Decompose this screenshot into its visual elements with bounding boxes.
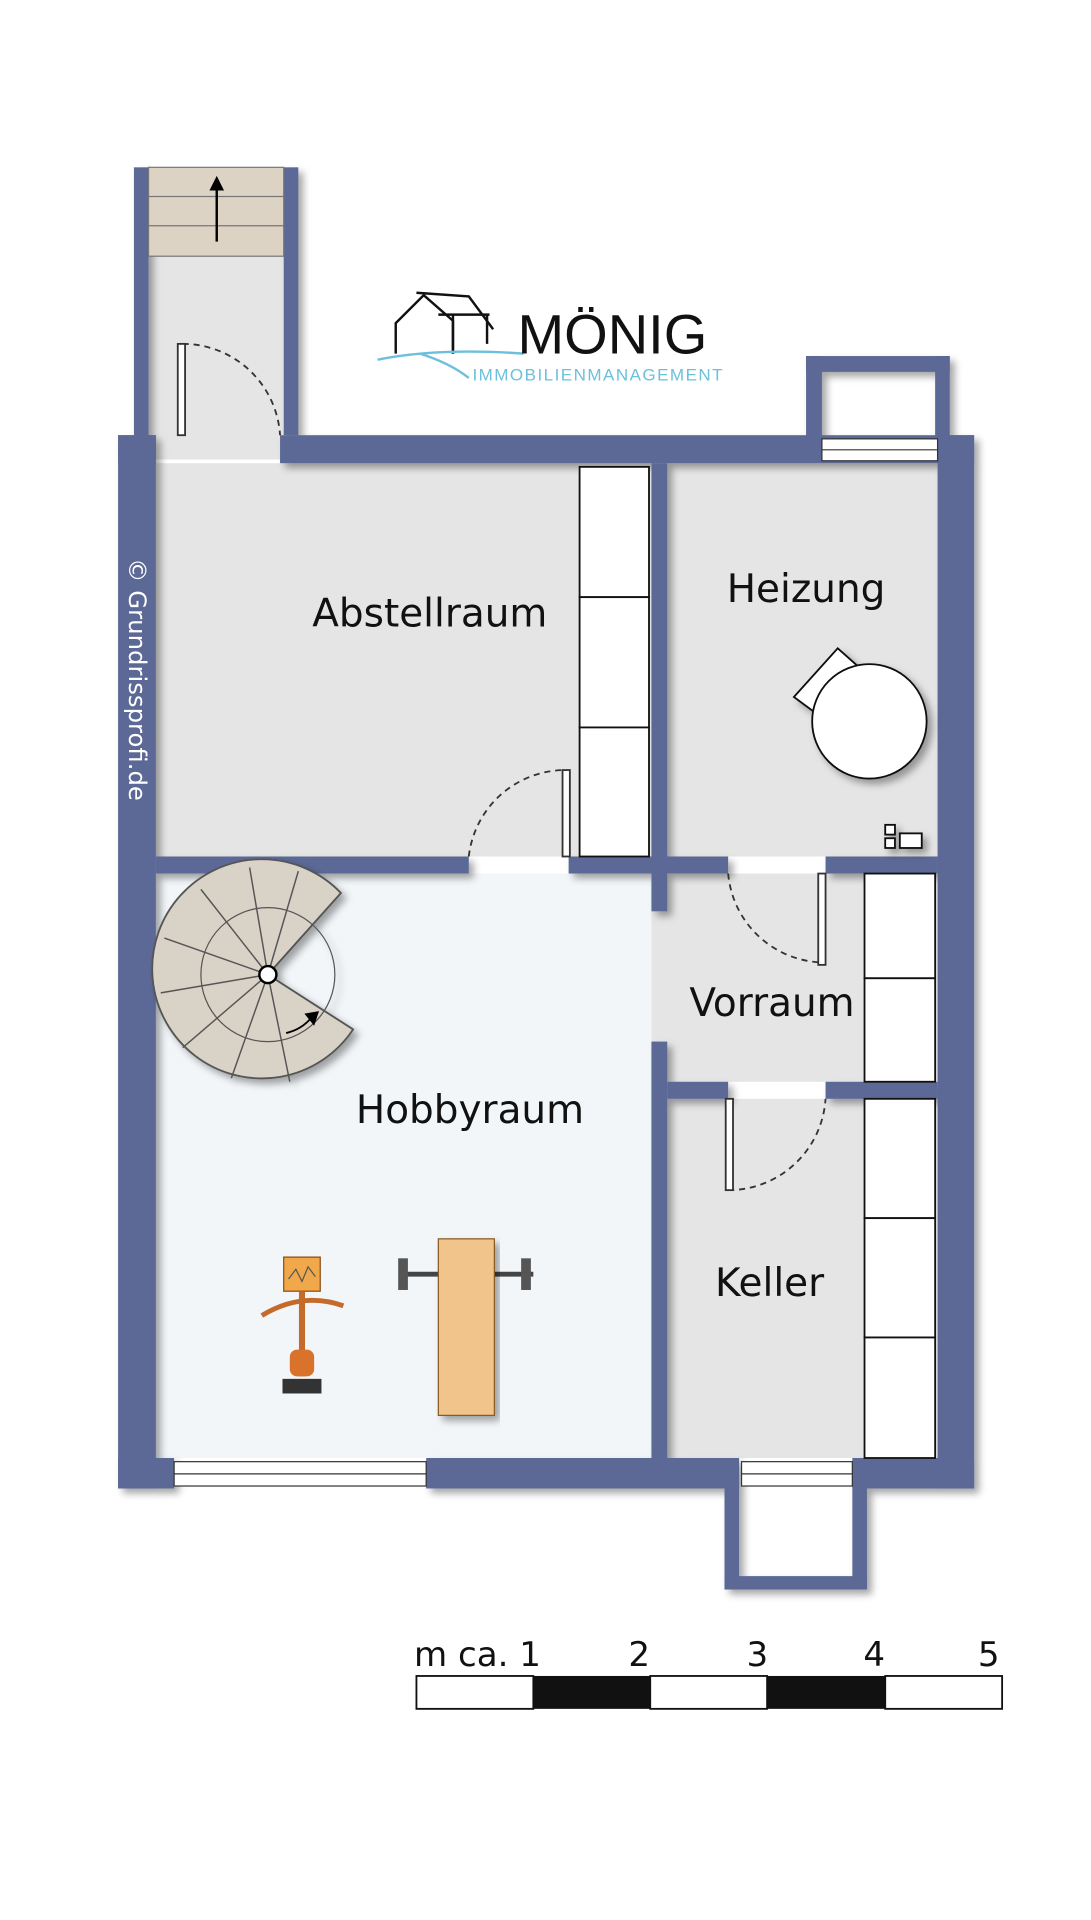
logo-name: MÖNIG [517,303,707,366]
door-leaves [176,342,827,1192]
logo: MÖNIG IMMOBILIENMANAGEMENT [377,291,724,384]
exterior-stairs [147,166,285,257]
copyright-text: © Grundrissprofi.de [123,558,152,801]
house-logo-icon [394,291,495,354]
weight-bench-icon [398,1238,534,1417]
doors[interactable] [182,342,827,1192]
scale-label-1: m ca. 1 [414,1635,541,1675]
windows [173,438,939,1487]
scale-label-2: 2 [628,1635,650,1675]
logo-subtitle: IMMOBILIENMANAGEMENT [472,365,724,384]
scale-label-3: 3 [747,1635,769,1675]
abstellraum-floor [155,463,652,857]
exercise-bike-icon [260,1256,345,1394]
room-label-abstellraum: Abstellraum [312,591,547,636]
room-label-heizung: Heizung [727,567,886,612]
room-label-hobbyraum: Hobbyraum [356,1088,584,1133]
room-label-keller: Keller [715,1261,825,1306]
walls [118,167,975,1590]
scale-label-4: 4 [863,1635,885,1675]
cabinets [578,465,937,1459]
room-label-vorraum: Vorraum [689,981,854,1026]
spiral-staircase-icon [151,858,355,1082]
scale-label-5: 5 [978,1635,1000,1675]
heizung-floor [667,463,938,857]
scale-bar: m ca. 1 2 3 4 5 [414,1635,1004,1710]
heater-icon [792,647,928,849]
